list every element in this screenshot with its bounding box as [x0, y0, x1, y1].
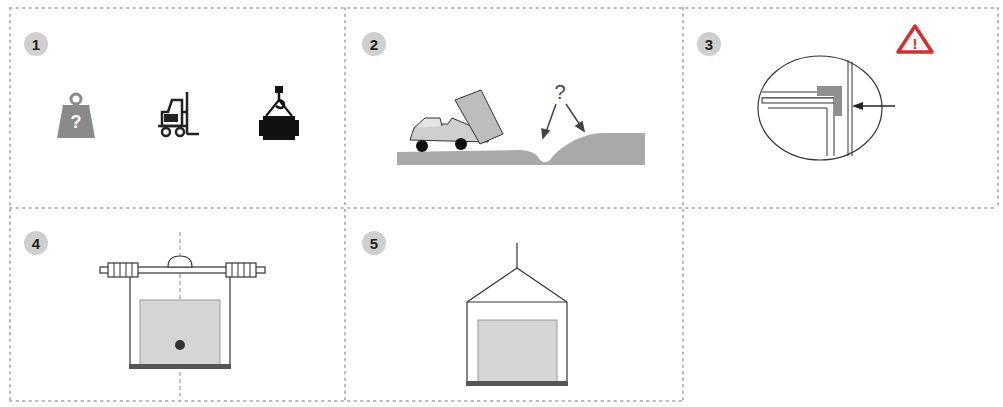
weight-question-mark: ? [71, 113, 82, 131]
callout-number: 1 [32, 37, 40, 52]
callout-number: 5 [370, 236, 378, 251]
detail-lens [758, 56, 895, 160]
tipper-truck [410, 90, 503, 152]
question-mark: ? [554, 82, 565, 102]
callout-number: 2 [370, 37, 378, 52]
warning-triangle [898, 26, 932, 52]
forklift-icon [158, 92, 199, 136]
spreader-lift [100, 232, 265, 396]
crane-hook-icon [259, 86, 299, 140]
sling-lift [466, 243, 568, 386]
callout-number: 3 [705, 37, 713, 52]
warning-mark: ! [913, 36, 918, 51]
callout-circle [24, 32, 721, 255]
question-arrows [542, 104, 584, 138]
panel-grid [10, 8, 998, 401]
callout-number: 4 [32, 236, 40, 251]
weight-icon [57, 94, 95, 138]
